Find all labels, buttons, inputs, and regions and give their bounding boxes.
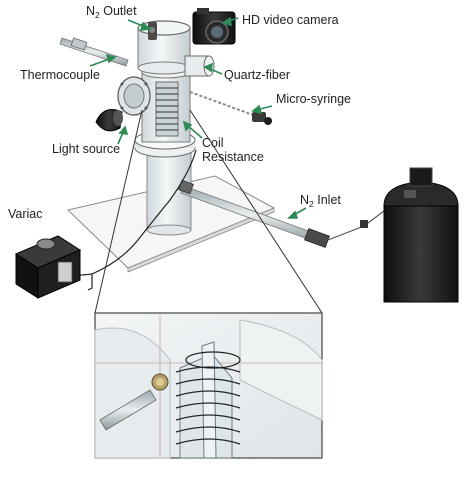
label-n2-outlet: N2 Outlet <box>86 4 137 20</box>
coil-resistance <box>155 81 179 137</box>
label-light-source: Light source <box>52 142 120 156</box>
arrow-light-source <box>117 125 129 145</box>
micro-syringe <box>189 91 272 125</box>
gas-cylinder <box>383 167 459 303</box>
arrow-thermocouple <box>89 53 117 67</box>
arrow-hd-camera <box>221 16 239 27</box>
label-resistance: Resistance <box>202 150 264 164</box>
label-n2-inlet: N2 Inlet <box>300 193 341 209</box>
arrow-n2-inlet <box>287 207 307 219</box>
label-hd-video-camera: HD video camera <box>242 13 339 27</box>
label-coil: Coil <box>202 136 224 150</box>
inset-callout-lines <box>94 109 323 314</box>
thermocouple-rod <box>59 37 129 67</box>
arrow-micro-syringe <box>251 104 273 115</box>
label-variac: Variac <box>8 207 43 221</box>
arrow-coil-resistance <box>182 120 203 139</box>
arrow-n2-outlet <box>127 19 152 31</box>
label-quartz-fiber: Quartz-fiber <box>224 68 290 82</box>
inset-detail-view <box>94 312 323 459</box>
side-window-flange <box>117 76 151 116</box>
hd-video-camera <box>192 8 236 45</box>
label-arrows <box>89 16 307 219</box>
arrow-quartz-fiber <box>203 62 223 75</box>
variac <box>14 235 82 299</box>
support-column <box>146 151 192 236</box>
label-micro-syringe: Micro-syringe <box>276 92 351 106</box>
top-outlet-tube <box>137 20 191 75</box>
power-cable <box>71 149 197 291</box>
light-source <box>95 109 123 132</box>
label-thermocouple: Thermocouple <box>20 68 100 82</box>
